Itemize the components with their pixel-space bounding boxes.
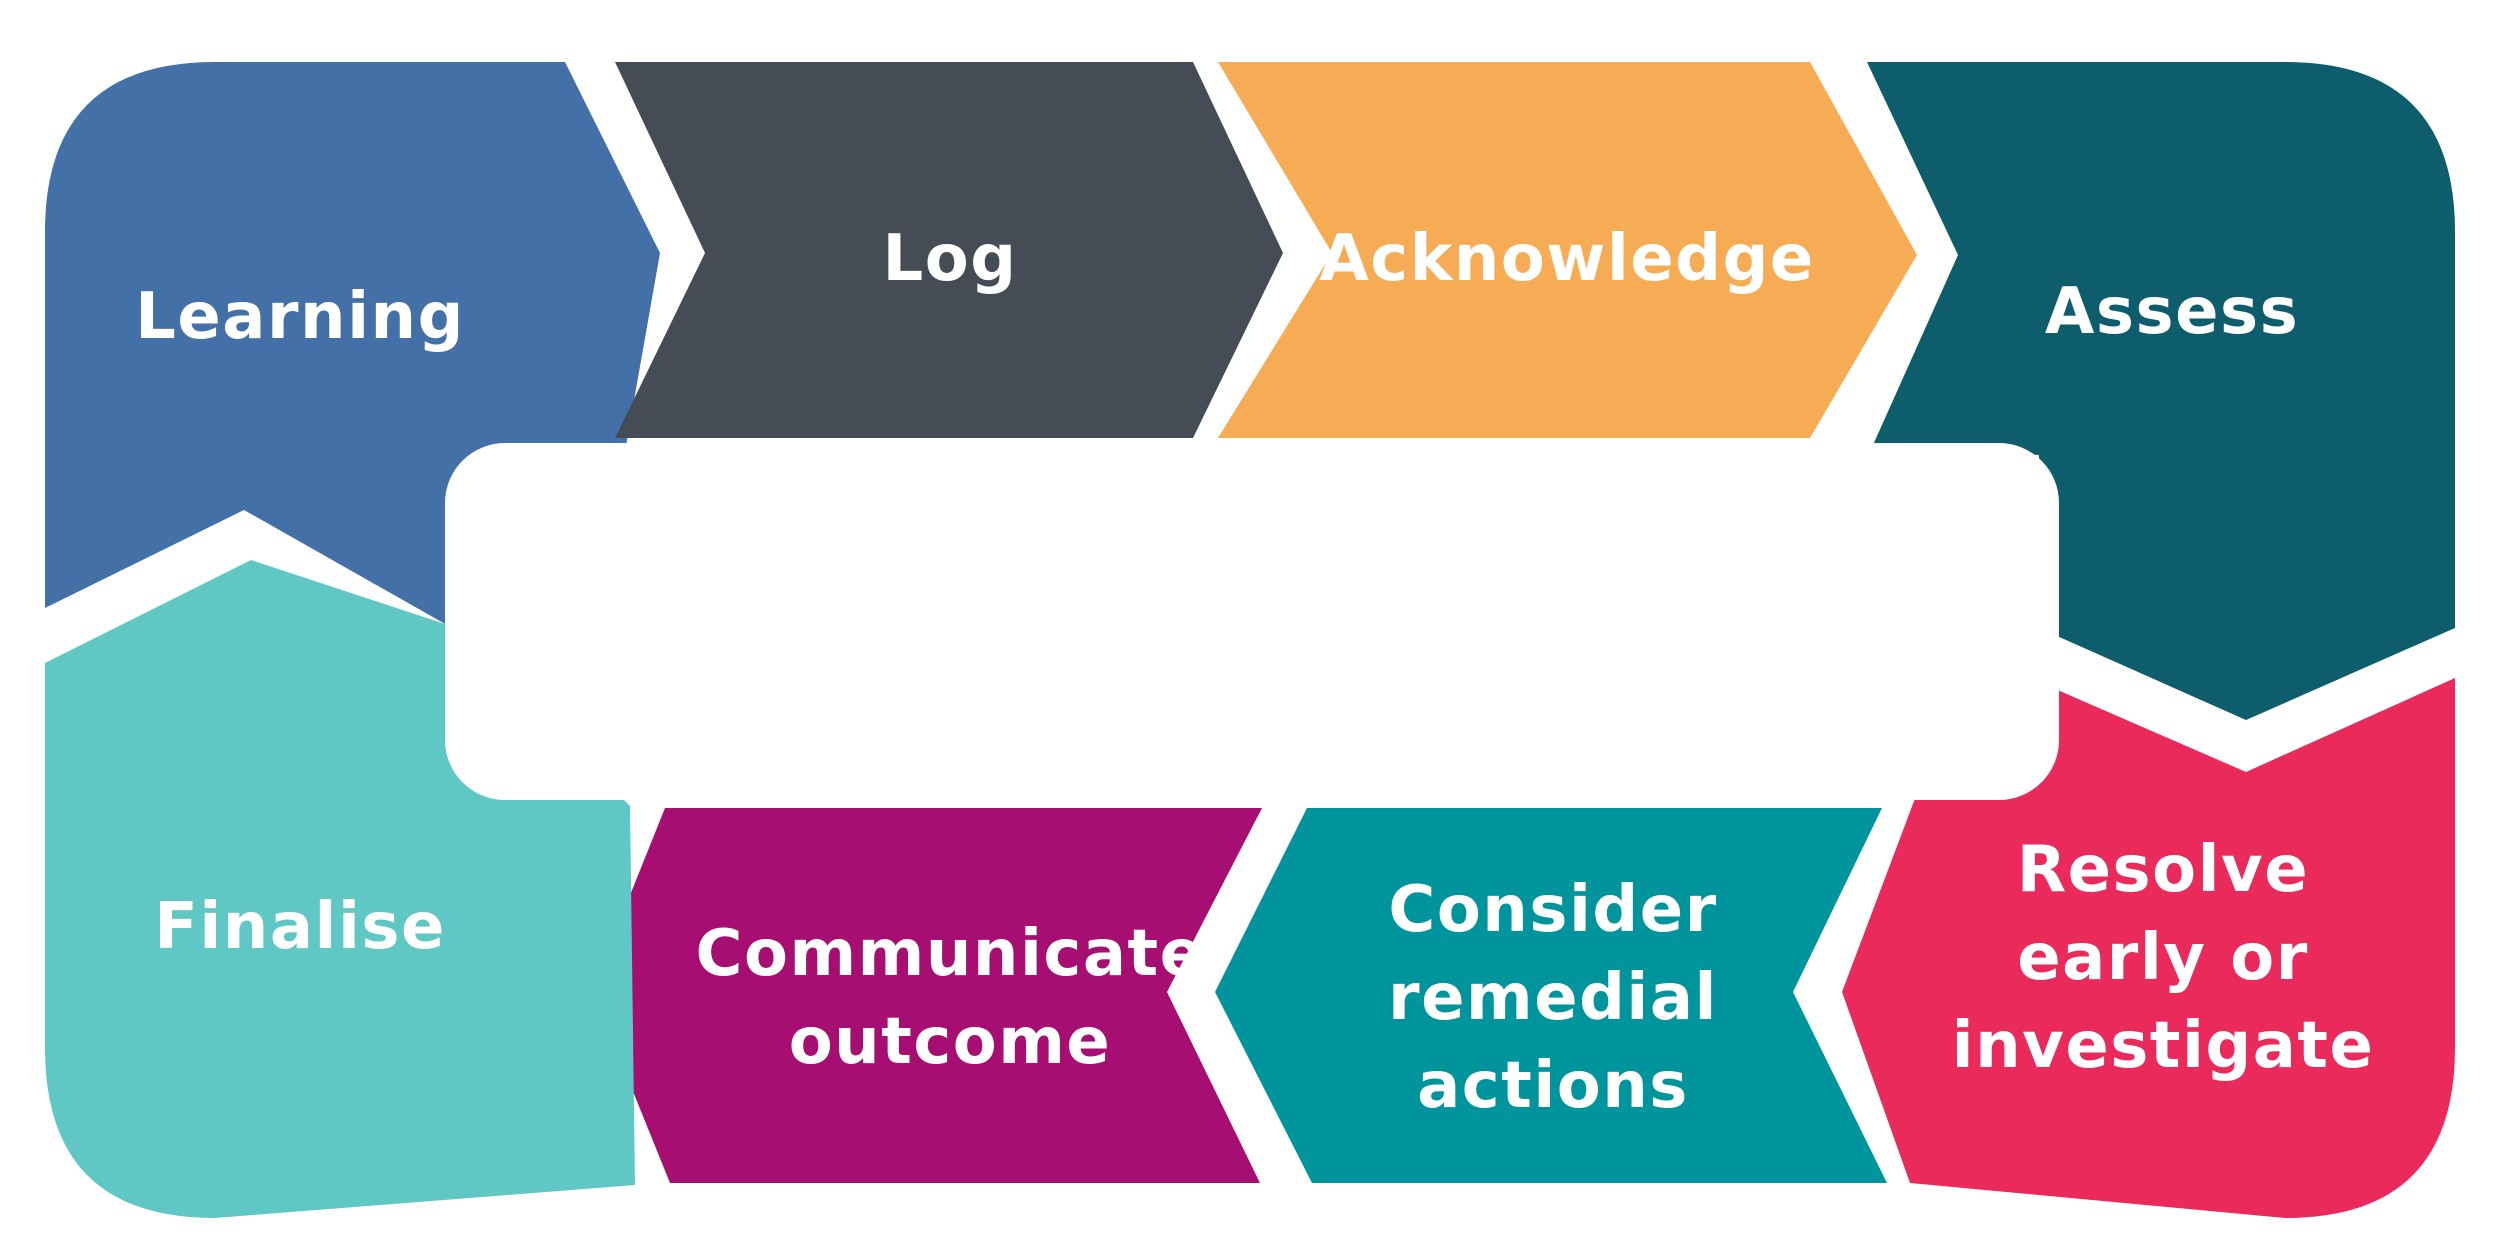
step-shape-assess [1867, 62, 2455, 720]
step-shape-communicate [592, 808, 1262, 1183]
consider-line-2: remedial [1388, 961, 1718, 1035]
step-label-finalise: Finalise [154, 890, 446, 964]
step-label-acknowledge: Acknowledge [1319, 222, 1815, 296]
resolve-line-3: investigate [1952, 1009, 2375, 1083]
step-shape-resolve [1842, 678, 2455, 1218]
resolve-line-2: early or [2017, 921, 2309, 995]
communicate-line-1: Communicate [696, 917, 1205, 991]
step-label-learning: Learning [135, 280, 465, 354]
step-label-assess: Assess [2045, 275, 2299, 349]
step-label-resolve: Resolve early or investigate [1952, 833, 2375, 1083]
step-shape-acknowledge [1218, 62, 1917, 438]
step-label-communicate: Communicate outcome [696, 917, 1205, 1079]
step-shape-log [615, 62, 1283, 438]
step-label-consider: Consider remedial actions [1388, 873, 1718, 1123]
consider-line-1: Consider [1388, 873, 1717, 947]
step-label-log: Log [882, 222, 1017, 296]
center-panel [445, 443, 2059, 800]
consider-line-3: actions [1417, 1049, 1689, 1123]
resolve-line-1: Resolve [2017, 833, 2309, 907]
communicate-line-2: outcome [789, 1005, 1112, 1079]
step-shape-consider [1215, 808, 1887, 1183]
